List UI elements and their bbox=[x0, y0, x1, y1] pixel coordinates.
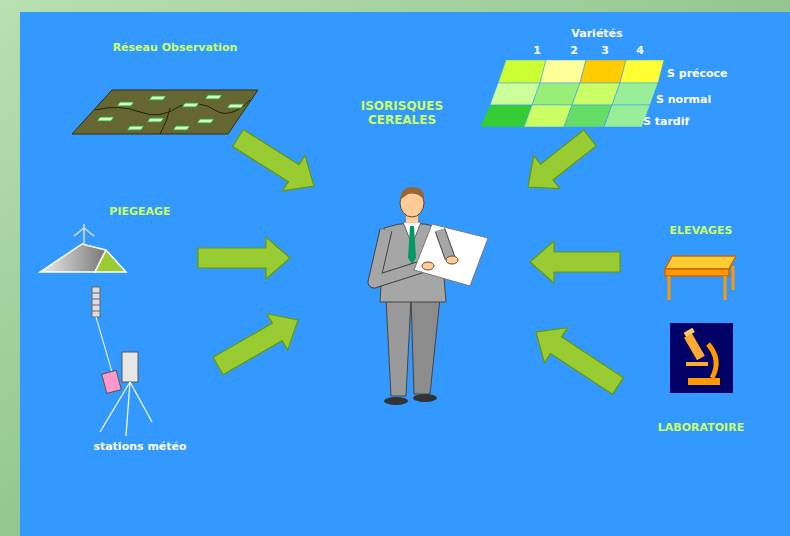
section-title: ELEVAGES bbox=[670, 225, 733, 238]
section-title: ISORISQUES CEREALES bbox=[347, 100, 457, 128]
block-arrow bbox=[233, 130, 314, 191]
risk-grid bbox=[480, 60, 664, 127]
block-arrow bbox=[213, 314, 298, 375]
block-arrow bbox=[530, 241, 620, 283]
column-number: 2 bbox=[570, 45, 578, 58]
microscope-icon bbox=[670, 323, 733, 393]
column-number: 4 bbox=[636, 45, 644, 58]
column-number: 1 bbox=[533, 45, 541, 58]
man-figure bbox=[374, 187, 488, 405]
axis-title: Variétés bbox=[571, 28, 622, 41]
block-arrow bbox=[528, 130, 596, 188]
rearing-table-icon bbox=[665, 256, 736, 300]
section-title: PIEGEAGE bbox=[109, 206, 170, 219]
section-title: LABORATOIRE bbox=[658, 422, 744, 435]
background bbox=[20, 12, 790, 536]
row-label: S précoce bbox=[667, 68, 728, 81]
weather-station-icon bbox=[92, 287, 152, 436]
section-title: Réseau Observation bbox=[113, 42, 238, 55]
field-map bbox=[72, 90, 258, 134]
column-number: 3 bbox=[601, 45, 609, 58]
row-label: S tardif bbox=[643, 116, 689, 129]
trap-icon bbox=[40, 224, 126, 272]
block-arrow bbox=[536, 328, 624, 395]
row-label: S normal bbox=[656, 94, 711, 107]
section-title: stations météo bbox=[93, 441, 186, 454]
block-arrow bbox=[198, 237, 290, 279]
